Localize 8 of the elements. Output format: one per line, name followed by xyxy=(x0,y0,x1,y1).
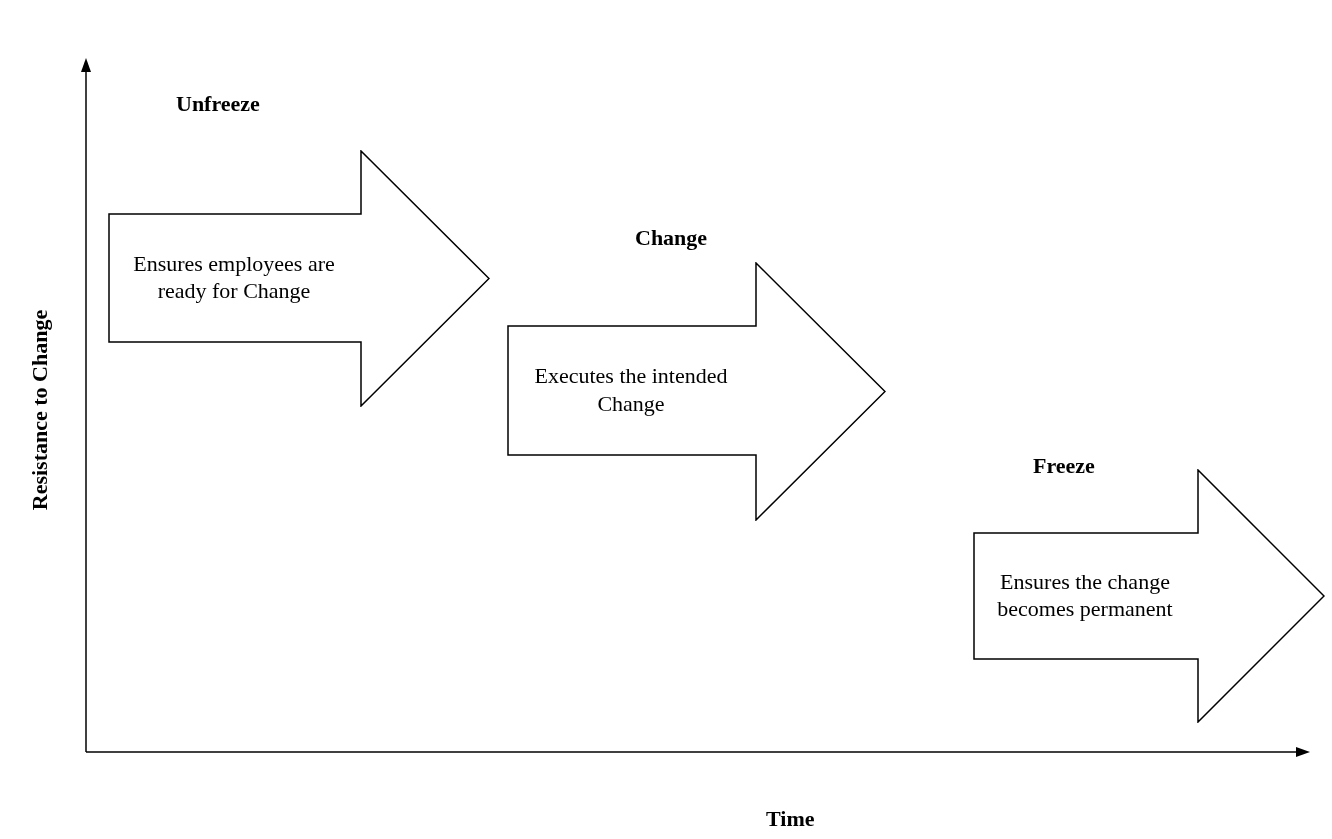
stage-heading: Change xyxy=(635,224,708,252)
axis-label: Time xyxy=(766,808,815,830)
stage-description: Executes the intended Change xyxy=(533,362,729,417)
stage-heading: Unfreeze xyxy=(176,90,260,118)
stage-description: Ensures the change becomes permanent xyxy=(996,567,1174,623)
stage-heading: Freeze xyxy=(1033,452,1095,480)
stage-description: Ensures employees are ready for Change xyxy=(132,249,336,305)
axis-label: Resistance to Change xyxy=(29,309,51,511)
